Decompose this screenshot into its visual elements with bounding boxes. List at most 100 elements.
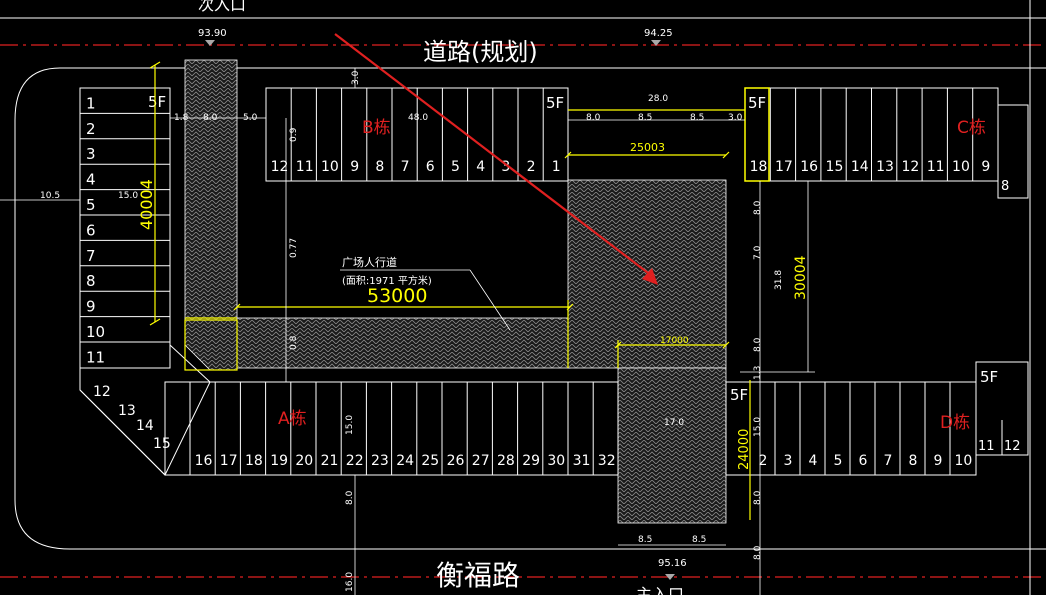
- dim-8-5-a: 8.5: [638, 113, 652, 123]
- c-unit-4: 14: [851, 159, 869, 175]
- a-diag-unit-2: 14: [136, 418, 154, 434]
- a-unit-3: 19: [270, 453, 288, 469]
- dim-3-0-v: 3.0: [351, 70, 361, 85]
- bottom-entrance-label: 主入口: [636, 585, 684, 595]
- building-c-floors: 5F: [748, 94, 766, 112]
- left-unit-10: 11: [86, 348, 105, 366]
- dim-8-0-v1: 8.0: [753, 200, 763, 215]
- building-d-end-unit-2: 12: [1004, 439, 1021, 454]
- a-unit-7: 23: [371, 453, 389, 469]
- dim-0-77: 0.77: [289, 238, 299, 258]
- dim-8-5-b: 8.5: [690, 113, 704, 123]
- left-unit-5: 6: [86, 221, 96, 239]
- b-unit-3: 9: [350, 159, 359, 175]
- d-unit-7: 9: [934, 453, 943, 469]
- b-unit-8: 4: [476, 159, 485, 175]
- b-unit-11: 1: [552, 159, 561, 175]
- b-unit-1: 11: [296, 159, 314, 175]
- dim-5-0: 5.0: [243, 113, 258, 123]
- c-unit-1: 17: [775, 159, 793, 175]
- dim-15-0-v2: 15.0: [345, 415, 355, 435]
- c-unit-9: 9: [981, 159, 990, 175]
- building-d-end-unit-1: 11: [978, 439, 995, 454]
- a-unit-5: 21: [321, 453, 339, 469]
- dim-0-8: 0.8: [289, 335, 299, 350]
- dim-15-0: 15.0: [118, 191, 138, 201]
- dim-40004: 40004: [137, 179, 156, 230]
- dim-8-0-v3: 8.0: [753, 490, 763, 505]
- a-diag-unit-0: 12: [93, 384, 111, 400]
- a-diag-unit-3: 15: [153, 436, 171, 452]
- elevation-top-left: 93.90: [198, 28, 227, 39]
- a-unit-14: 30: [547, 453, 565, 469]
- dim-0-9: 0.9: [289, 127, 299, 142]
- a-unit-12: 28: [497, 453, 515, 469]
- a-unit-2: 18: [245, 453, 263, 469]
- building-c-end-unit: 8: [1001, 179, 1009, 194]
- b-unit-6: 6: [426, 159, 435, 175]
- b-unit-9: 3: [501, 159, 510, 175]
- building-d-floors: 5F: [980, 368, 998, 386]
- yellow-dimensions: [149, 61, 751, 520]
- left-unit-7: 8: [86, 272, 96, 290]
- d-unit-0: 2: [759, 453, 768, 469]
- dim-31-8: 31.8: [774, 270, 784, 290]
- dim-8-0-v2: 8.0: [753, 337, 763, 352]
- a-unit-4: 20: [295, 453, 313, 469]
- elevation-top-right: 94.25: [644, 28, 673, 39]
- dim-3-0: 3.0: [728, 113, 743, 123]
- a-unit-16: 32: [598, 453, 616, 469]
- b-unit-2: 10: [321, 159, 339, 175]
- plaza-label-line1: 广场人行道: [342, 255, 397, 269]
- dim-10-5: 10.5: [40, 191, 60, 201]
- a-unit-11: 27: [472, 453, 490, 469]
- building-a-label: A栋: [278, 409, 307, 429]
- bottom-road-label: 衡福路: [436, 559, 520, 592]
- c-unit-3: 15: [826, 159, 844, 175]
- building-b-floors: 5F: [546, 94, 564, 112]
- d-unit-6: 8: [909, 453, 918, 469]
- a-unit-9: 25: [421, 453, 439, 469]
- dim-15-0-v: 15.0: [753, 417, 763, 437]
- dim-8-0-v4: 8.0: [753, 545, 763, 560]
- left-column-floors: 5F: [148, 93, 166, 111]
- a-unit-15: 31: [573, 453, 591, 469]
- dim-28-0: 28.0: [648, 94, 668, 104]
- dim-8-0-v5: 8.0: [345, 490, 355, 505]
- elevation-markers: [205, 40, 675, 580]
- building-b-label: B栋: [362, 118, 391, 138]
- a-unit-10: 26: [447, 453, 465, 469]
- white-dimensions: [0, 68, 815, 595]
- dim-8-5-c: 8.5: [638, 535, 652, 545]
- left-unit-6: 7: [86, 247, 96, 265]
- top-road-label: 道路(规划): [423, 38, 538, 66]
- left-unit-2: 3: [86, 145, 96, 163]
- elevation-bottom: 95.16: [658, 558, 687, 569]
- building-d-label: D栋: [940, 413, 970, 433]
- b-unit-0: 12: [271, 159, 289, 175]
- c-unit-5: 13: [876, 159, 894, 175]
- b-unit-7: 5: [451, 159, 460, 175]
- center-bottom-floors: 5F: [730, 386, 748, 404]
- left-unit-8: 9: [86, 298, 96, 316]
- left-unit-1: 2: [86, 120, 96, 138]
- dim-30004: 30004: [793, 255, 809, 300]
- dim-17-0: 17.0: [664, 418, 684, 428]
- top-entrance-label: 次入口: [198, 0, 246, 14]
- a-unit-6: 22: [346, 453, 364, 469]
- c-unit-0: 18: [750, 159, 768, 175]
- d-unit-1: 3: [784, 453, 793, 469]
- building-c-label: C栋: [957, 118, 986, 138]
- dim-8-5-d: 8.5: [692, 535, 706, 545]
- dim-8-0-a: 8.0: [203, 113, 218, 123]
- c-unit-6: 12: [901, 159, 919, 175]
- d-unit-8: 10: [955, 453, 973, 469]
- left-unit-4: 5: [86, 196, 96, 214]
- a-unit-1: 17: [220, 453, 238, 469]
- c-unit-7: 11: [927, 159, 945, 175]
